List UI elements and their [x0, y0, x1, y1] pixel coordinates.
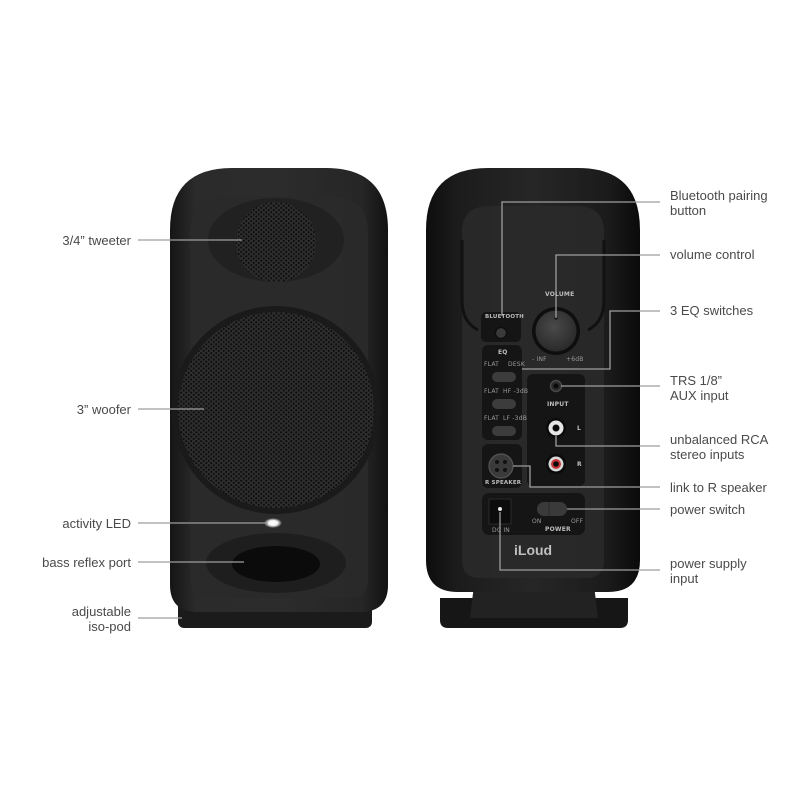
r-speaker-text: R SPEAKER [485, 480, 522, 486]
label-power-supply-line1: power supply [670, 556, 747, 571]
volume-min-text: - INF [532, 356, 547, 363]
leader-volume [555, 254, 660, 318]
channel-l-text: L [577, 425, 582, 432]
tweeter-grille [236, 202, 316, 282]
eq-switch-desk[interactable] [492, 372, 516, 382]
label-bluetooth-line1: Bluetooth pairing [670, 188, 768, 203]
label-r-speaker: link to R speaker [670, 480, 767, 495]
eq-switch-hf[interactable] [492, 399, 516, 409]
leader-power-supply [499, 512, 660, 571]
label-woofer: 3” woofer [76, 402, 131, 417]
label-iso-pod-line2: iso-pod [88, 619, 131, 634]
label-bass-reflex-port: bass reflex port [42, 555, 131, 570]
label-aux: TRS 1/8” AUX input [670, 373, 729, 403]
label-eq: 3 EQ switches [670, 303, 754, 318]
label-power-switch: power switch [670, 502, 746, 517]
channel-r-text: R [577, 461, 582, 468]
power-text: POWER [545, 526, 571, 533]
label-activity-led: activity LED [62, 516, 131, 531]
power-off-text: OFF [571, 518, 584, 525]
activity-led [264, 518, 282, 528]
label-bluetooth: Bluetooth pairing button [670, 188, 768, 218]
eq-row2-left: FLAT [484, 388, 500, 395]
leader-rspeaker [513, 465, 660, 488]
leader-bluetooth [501, 201, 660, 316]
eq-row2-right: HF -3dB [503, 388, 529, 395]
label-rca-line1: unbalanced RCA [670, 432, 769, 447]
eq-row3-right: LF -3dB [503, 415, 528, 422]
eq-row3-left: FLAT [484, 415, 500, 422]
eq-block [482, 345, 522, 440]
dc-in-text: DC IN [492, 527, 510, 534]
eq-title: EQ [498, 349, 508, 356]
power-switch[interactable] [537, 502, 567, 516]
eq-switch-lf[interactable] [492, 426, 516, 436]
label-aux-line2: AUX input [670, 388, 729, 403]
brand-logo: iLoud [514, 542, 553, 558]
volume-max-text: +6dB [566, 356, 584, 363]
eq-row1-right: DESK [508, 361, 525, 368]
label-volume: volume control [670, 247, 755, 262]
leader-rca [555, 436, 660, 447]
woofer-grille [178, 312, 374, 508]
volume-text: VOLUME [545, 291, 575, 298]
label-iso-pod-line1: adjustable [71, 604, 131, 619]
label-rca-line2: stereo inputs [670, 447, 745, 462]
r-speaker-connector[interactable] [488, 453, 514, 479]
label-power-supply: power supply input [670, 556, 747, 586]
leader-lines [138, 201, 660, 619]
label-iso-pod: adjustable iso-pod [72, 604, 131, 634]
label-aux-line1: TRS 1/8” [670, 373, 723, 388]
power-on-text: ON [532, 518, 542, 525]
leader-eq [522, 310, 660, 370]
label-rca: unbalanced RCA stereo inputs [670, 432, 768, 462]
label-bluetooth-line2: button [670, 203, 707, 218]
bass-reflex-port [232, 546, 320, 582]
bluetooth-pairing-button[interactable] [494, 326, 508, 340]
bluetooth-text: BLUETOOTH [485, 314, 524, 320]
eq-row1-left: FLAT [484, 361, 500, 368]
input-text: INPUT [547, 401, 569, 408]
volume-knob[interactable] [535, 310, 577, 352]
rear-speaker [426, 168, 640, 628]
front-speaker [170, 168, 388, 628]
label-power-supply-line2: input [670, 571, 699, 586]
label-tweeter: 3/4” tweeter [62, 233, 131, 248]
